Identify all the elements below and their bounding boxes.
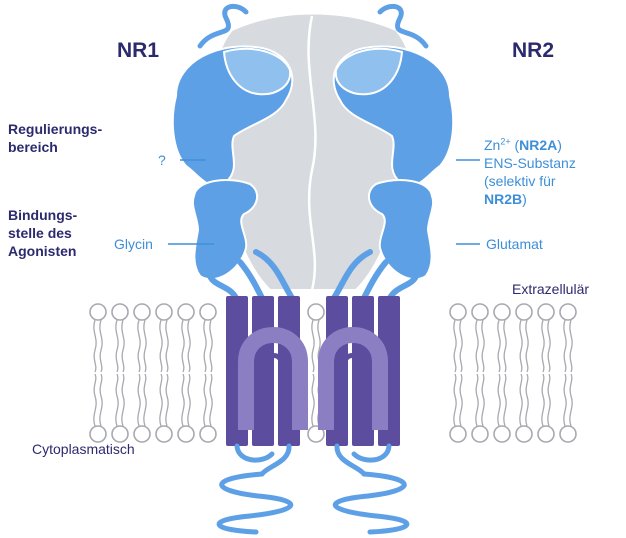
nr1-c-terminal-links <box>237 446 289 474</box>
cytoplasmic-label: Cytoplasmatisch <box>32 440 135 458</box>
lipid-row-bottom-right <box>450 374 576 442</box>
lipid-row-bottom-left <box>90 374 216 442</box>
glutamate-label: Glutamat <box>486 235 543 253</box>
lipid-row-top-right <box>450 304 576 372</box>
binding-site-label-line3: Agonisten <box>8 242 76 260</box>
regulatory-region-label-line2: bereich <box>8 138 58 156</box>
extracellular-label: Extrazellulär <box>512 280 589 298</box>
glycine-label: Glycin <box>114 235 153 253</box>
ens-subunit-label: NR2B) <box>484 190 527 208</box>
nr2-linker-1 <box>390 276 416 298</box>
unknown-site-label: ? <box>158 151 166 169</box>
binding-site-label-line2: stelle des <box>8 224 72 242</box>
nr2-c-terminal-tail <box>335 474 407 532</box>
lipid-row-top-left <box>90 304 216 372</box>
nr1-linker-1 <box>210 276 236 298</box>
regulatory-region-label-line1: Regulierungs- <box>8 120 102 138</box>
nr1-helix-2 <box>252 296 274 446</box>
binding-site-label-line1: Bindungs- <box>8 206 77 224</box>
ens-substance-label: ENS-Substanz <box>484 154 576 172</box>
nr1-title: NR1 <box>117 42 159 60</box>
nr2-helix-2 <box>352 296 374 446</box>
zinc-label: Zn2+ (NR2A) <box>484 136 562 154</box>
nr1-c-terminal-tail <box>219 474 291 532</box>
nr2-title: NR2 <box>512 42 554 60</box>
nr2-c-terminal-links <box>337 446 389 474</box>
ens-selectivity-label: (selektiv für <box>484 172 556 190</box>
